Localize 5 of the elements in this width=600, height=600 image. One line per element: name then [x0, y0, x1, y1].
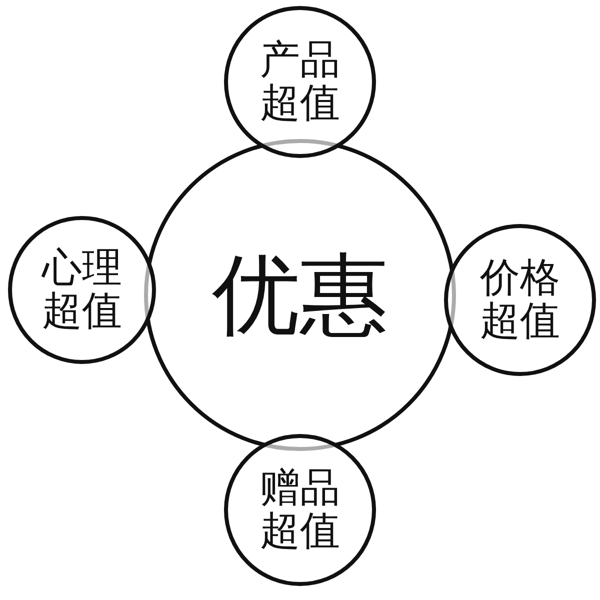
circle-label: 心理超值 [41, 246, 123, 334]
circle-label: 价格超值 [479, 256, 561, 344]
center-label: 优惠 [212, 242, 388, 348]
circle-label: 赠品超值 [259, 466, 341, 554]
circle-label: 产品超值 [259, 38, 341, 126]
